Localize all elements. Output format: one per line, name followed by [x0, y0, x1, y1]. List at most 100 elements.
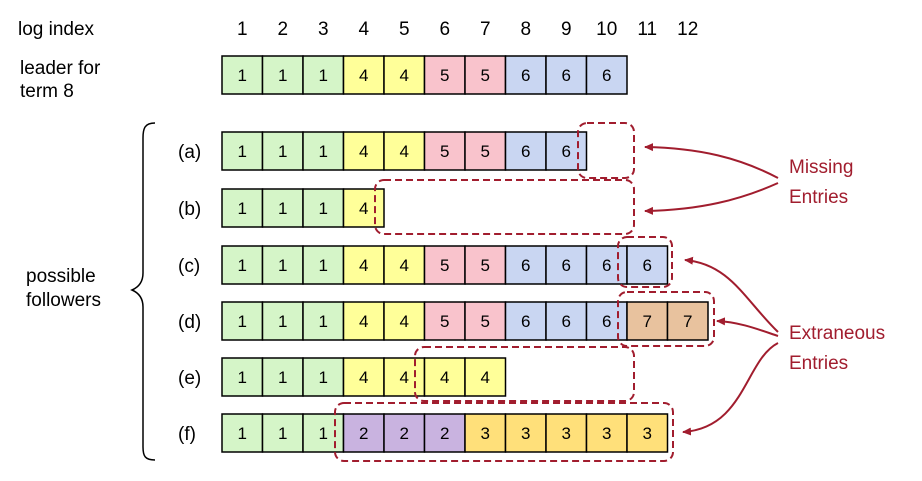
log-entry: 6 — [504, 55, 547, 95]
log-entry-box — [261, 55, 304, 95]
log-entry: 5 — [464, 55, 507, 95]
index-number: 7 — [480, 19, 491, 40]
log-entry: 1 — [261, 413, 304, 453]
followers-label-line1: possible — [26, 266, 96, 287]
term-number: 6 — [562, 142, 571, 161]
log-entry-box — [261, 357, 304, 397]
log-entry: 5 — [464, 301, 507, 341]
log-entry-box — [342, 301, 385, 341]
log-entry-box — [221, 188, 264, 228]
log-entry: 6 — [504, 301, 547, 341]
term-number: 4 — [400, 142, 409, 161]
log-entry: 4 — [342, 245, 385, 285]
term-number: 4 — [400, 256, 409, 275]
log-entry: 4 — [342, 301, 385, 341]
term-number: 1 — [238, 256, 247, 275]
log-entry: 4 — [464, 357, 507, 397]
term-number: 1 — [238, 142, 247, 161]
log-entry: 5 — [464, 131, 507, 171]
log-entry: 6 — [545, 131, 588, 171]
extraneous-box-c — [617, 236, 673, 288]
log-entry-box — [383, 357, 426, 397]
log-entry: 4 — [342, 357, 385, 397]
log-entry: 5 — [464, 245, 507, 285]
term-number: 6 — [521, 66, 530, 85]
log-entry-box — [464, 301, 507, 341]
log-entry-box — [545, 301, 588, 341]
missing-box-a — [577, 122, 635, 179]
log-entry: 6 — [545, 245, 588, 285]
log-entry: 5 — [423, 245, 466, 285]
term-number: 4 — [440, 368, 449, 387]
term-number: 4 — [400, 368, 409, 387]
follower-label: (b) — [178, 199, 201, 220]
missing-arrow-a — [644, 143, 779, 179]
log-entry: 3 — [626, 413, 669, 453]
log-entry-box — [504, 245, 547, 285]
term-number: 4 — [359, 66, 368, 85]
log-entry-box — [383, 413, 426, 453]
log-entry-box — [464, 55, 507, 95]
log-entry: 1 — [221, 245, 264, 285]
log-entry: 1 — [221, 413, 264, 453]
term-number: 6 — [602, 66, 611, 85]
log-entry: 7 — [666, 301, 709, 341]
index-number: 9 — [561, 19, 572, 40]
term-number: 2 — [359, 424, 368, 443]
term-number: 4 — [359, 368, 368, 387]
log-entry: 2 — [383, 413, 426, 453]
log-entry: 1 — [221, 301, 264, 341]
log-entry: 2 — [342, 413, 385, 453]
log-entry: 4 — [423, 357, 466, 397]
term-number: 7 — [643, 312, 652, 331]
log-entry-box — [261, 188, 304, 228]
log-entry-box — [423, 55, 466, 95]
log-entry: 6 — [585, 55, 628, 95]
term-number: 5 — [440, 142, 449, 161]
log-entry-box — [261, 301, 304, 341]
log-entry-box — [261, 413, 304, 453]
log-entry: 1 — [302, 55, 345, 95]
follower-label: (f) — [178, 424, 196, 445]
term-number: 5 — [481, 312, 490, 331]
term-number: 3 — [562, 424, 571, 443]
highlight-boxes — [334, 122, 715, 462]
log-index-label: log index — [18, 19, 95, 40]
log-entry: 1 — [221, 188, 264, 228]
log-entry-box — [585, 301, 628, 341]
term-number: 1 — [278, 142, 287, 161]
log-entry: 4 — [342, 131, 385, 171]
leader-label-line2: term 8 — [20, 81, 74, 102]
term-number: 4 — [359, 312, 368, 331]
term-number: 6 — [521, 256, 530, 275]
term-number: 1 — [278, 312, 287, 331]
log-entry-box — [383, 55, 426, 95]
term-number: 1 — [238, 368, 247, 387]
log-entry: 1 — [221, 357, 264, 397]
term-number: 5 — [440, 256, 449, 275]
log-entry: 5 — [423, 131, 466, 171]
log-entry: 1 — [302, 357, 345, 397]
term-number: 4 — [359, 199, 368, 218]
follower-label: (a) — [178, 142, 201, 163]
log-entry: 3 — [545, 413, 588, 453]
term-number: 6 — [602, 256, 611, 275]
term-number: 1 — [278, 256, 287, 275]
log-entry: 6 — [626, 245, 669, 285]
missing-box-b — [374, 179, 635, 235]
log-entry-box — [545, 413, 588, 453]
log-entry: 4 — [383, 357, 426, 397]
term-number: 3 — [643, 424, 652, 443]
log-entry-box — [504, 301, 547, 341]
leader-label-line1: leader for — [20, 58, 101, 79]
log-entry-box — [626, 245, 669, 285]
term-number: 6 — [562, 312, 571, 331]
annotation-arrows — [644, 143, 779, 436]
term-number: 5 — [481, 256, 490, 275]
log-entry: 1 — [302, 301, 345, 341]
follower-label: (d) — [178, 312, 201, 333]
